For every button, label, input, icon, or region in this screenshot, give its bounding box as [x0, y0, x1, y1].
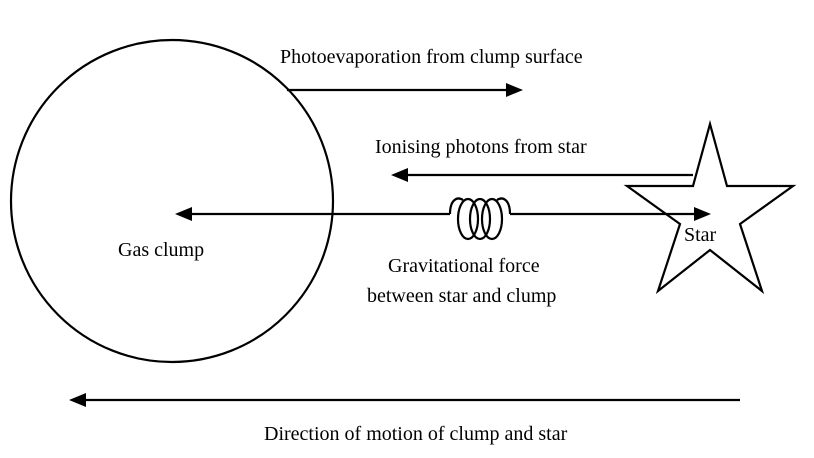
spring-loop-1	[456, 197, 480, 241]
gravitational-force-label: Gravitational force	[388, 255, 540, 277]
gravitational-force-arrow	[175, 197, 711, 241]
spring-loop-2	[468, 197, 492, 241]
motion-label: Direction of motion of clump and star	[264, 423, 568, 445]
gas-clump-circle	[9, 38, 335, 364]
spring-coil-icon	[448, 197, 512, 215]
photoevaporation-arrow	[287, 83, 523, 97]
gravitational-force-label-2: between star and clump	[367, 285, 556, 307]
spring-loop-3	[480, 197, 504, 241]
gas-clump-label: Gas clump	[118, 239, 204, 261]
ionising-photons-label: Ionising photons from star	[375, 136, 587, 158]
star-label: Star	[684, 224, 717, 246]
motion-arrow	[69, 393, 740, 407]
ionising-photons-arrow	[391, 168, 693, 182]
star-shape	[623, 119, 797, 295]
photoevaporation-label: Photoevaporation from clump surface	[280, 46, 583, 68]
